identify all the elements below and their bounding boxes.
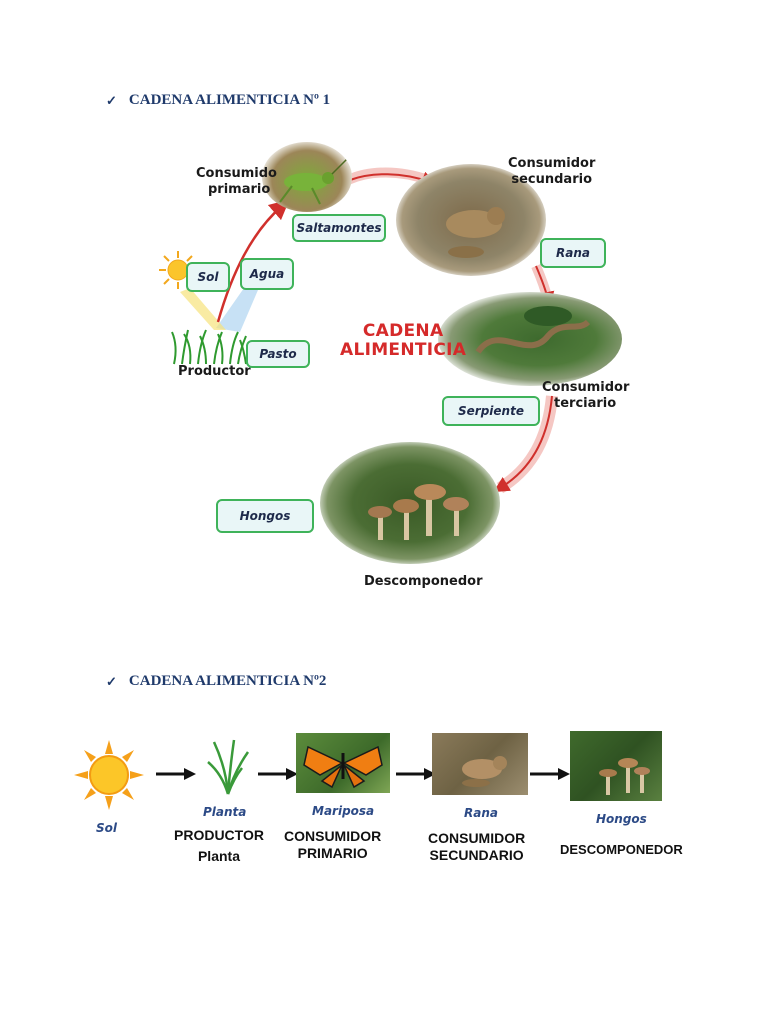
role-secundario-line2: SECUNDARIO (429, 847, 524, 863)
snake-icon (475, 306, 591, 354)
role-consumidor-primario: CONSUMIDOR PRIMARIO (284, 828, 381, 862)
arrow-pasto-to-saltamontes (216, 199, 290, 323)
frog-icon (462, 756, 507, 787)
role-secondary-line2: secundario (511, 172, 593, 187)
arrow-right-icon (530, 768, 570, 780)
name-planta: Planta (203, 805, 247, 819)
name-sol: Sol (96, 821, 117, 835)
role-secondary-line1: Consumidor (508, 156, 596, 171)
role-primario-line1: CONSUMIDOR (284, 828, 382, 844)
butterfly-icon (303, 745, 383, 789)
sun-ray (180, 288, 226, 330)
name-hongos: Hongos (596, 812, 647, 826)
label-saltamontes: Saltamontes (292, 214, 386, 242)
role-primary-consumer: Consumido primario (196, 166, 277, 198)
water-spray (216, 288, 258, 332)
cadena-title-line2: ALIMENTICIA (340, 340, 467, 360)
section-1-title: CADENA ALIMENTICIA Nº 1 (128, 92, 331, 108)
cycle-arrows (180, 167, 558, 494)
role-tertiary-line2: terciario (554, 396, 617, 411)
frog-photo (396, 164, 546, 276)
mushroom-photo (320, 442, 500, 564)
cadena-alimenticia-title: CADENA ALIMENTICIA (340, 322, 466, 360)
role-productor-line: PRODUCTOR (174, 827, 264, 843)
mushroom-icon (368, 484, 469, 540)
name-rana: Rana (464, 806, 498, 820)
sun-icon (74, 740, 144, 810)
section-1-heading: ✓ CADENA ALIMENTICIA Nº 1 (106, 92, 330, 109)
checkmark-icon: ✓ (106, 673, 117, 689)
section-2-title: CADENA ALIMENTICIA Nº2 (128, 673, 327, 689)
role-descomponedor: DESCOMPONEDOR (560, 842, 683, 857)
arrow-right-icon (396, 768, 436, 780)
role-tertiary-line1: Consumidor (542, 380, 630, 395)
butterfly-photo (296, 733, 390, 793)
arrow-right-icon (258, 768, 298, 780)
role-secondary-consumer: Consumidor secundario (508, 156, 595, 188)
label-serpiente: Serpiente (442, 396, 540, 426)
checkmark-icon: ✓ (106, 92, 117, 108)
snake-photo (438, 292, 622, 386)
role-tertiary-consumer: Consumidor terciario (542, 380, 629, 412)
role-primary-line1: Consumido (196, 166, 277, 181)
role-productor: PRODUCTOR Planta (174, 827, 264, 865)
arrow-right-icon (156, 768, 196, 780)
role-primary-line2: primario (208, 182, 271, 197)
label-pasto: Pasto (246, 340, 310, 368)
grasshopper-photo (262, 142, 352, 212)
food-chain-diagram-2: Sol Planta PRODUCTOR Planta Mariposa (0, 700, 768, 880)
label-agua: Agua (240, 258, 294, 290)
grasshopper-icon (279, 155, 351, 205)
role-decomposer: Descomponedor (364, 574, 483, 589)
role-secundario-line1: CONSUMIDOR (428, 830, 526, 846)
arrow-serpiente-to-hongos (493, 395, 553, 493)
label-rana: Rana (540, 238, 606, 268)
role-primario-line2: PRIMARIO (297, 845, 368, 861)
role-producer: Productor (178, 364, 251, 379)
section-2-heading: ✓ CADENA ALIMENTICIA Nº2 (106, 673, 326, 690)
cadena-title-line1: CADENA (362, 321, 444, 341)
mushroom-icon (599, 758, 650, 795)
frog-icon (446, 207, 505, 258)
label-hongos: Hongos (216, 499, 314, 533)
role-productor-sub: Planta (197, 848, 240, 864)
frog-photo (432, 733, 528, 795)
role-consumidor-secundario: CONSUMIDOR SECUNDARIO (428, 830, 525, 864)
label-sol: Sol (186, 262, 230, 292)
sun-icon (159, 251, 197, 289)
plant-icon (207, 739, 250, 795)
grass-icon (171, 329, 247, 365)
mushroom-photo (570, 731, 662, 801)
name-mariposa: Mariposa (312, 804, 375, 818)
